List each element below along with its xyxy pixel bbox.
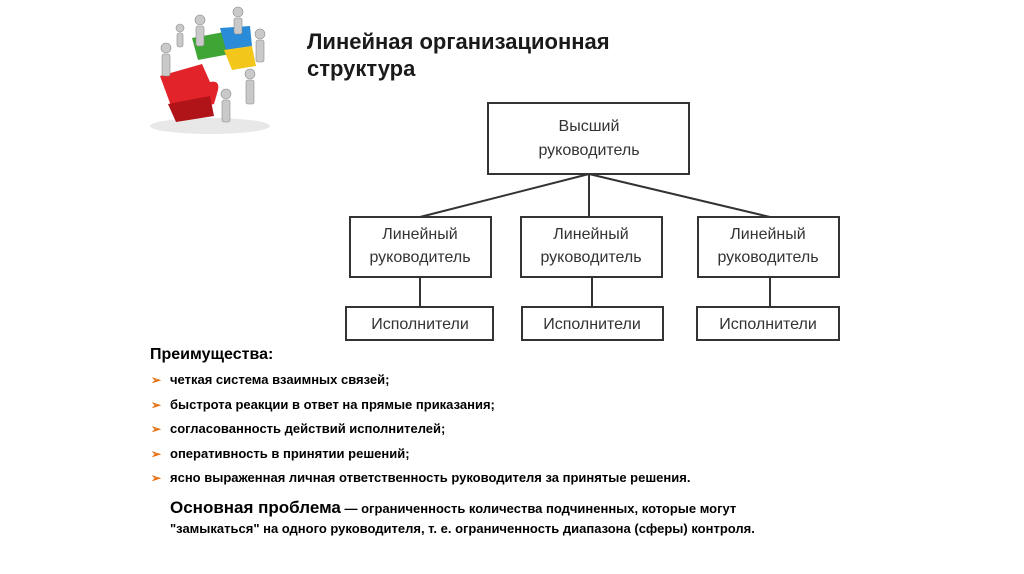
box-manager-1 [349,216,492,278]
executors-2-label: Исполнители [543,316,641,333]
connector-top-right [588,173,771,218]
box-executors-2 [521,306,664,341]
box-top-manager [487,102,690,175]
box-executors-3 [696,306,840,341]
box-executors-1 [345,306,494,341]
arrow-bullet-icon: ➢ [151,373,162,387]
list-item-text: ясно выраженная личная ответственность р… [170,470,691,485]
title-line-2: структура [307,56,416,81]
arrow-bullet-icon: ➢ [151,446,162,461]
box-manager-3 [697,216,840,278]
problem-text-2: "замыкаться" на одного руководителя, т. … [170,521,755,536]
list-item-text: согласованность действий исполнителей; [170,421,446,436]
manager-1-line-1: Линейный [382,226,457,243]
list-item-text: оперативность в принятии решений; [170,445,410,461]
main-problem: Основная проблема — ограниченность колич… [170,498,870,539]
list-item-text: быстрота реакции в ответ на прямые прика… [170,396,495,412]
list-item: ➢ оперативность в принятии решений; [150,445,690,470]
list-item-text: четкая система взаимных связей; [170,372,390,387]
arrow-bullet-icon: ➢ [151,422,162,436]
arrow-bullet-icon: ➢ [151,471,162,485]
top-manager-line-2: руководитель [538,142,639,159]
problem-label: Основная проблема [170,498,341,517]
problem-text-1: — ограниченность количества подчиненных,… [340,501,737,516]
executors-1-label: Исполнители [371,316,469,333]
connector-top-left [419,173,590,218]
title-line-1: Линейная организационная [307,29,610,54]
manager-3-line-1: Линейный [730,226,805,243]
box-manager-2 [520,216,663,278]
manager-2-line-1: Линейный [553,226,628,243]
manager-3-line-2: руководитель [717,249,818,266]
manager-2-line-2: руководитель [540,249,641,266]
advantages-list: ➢ четкая система взаимных связей; ➢ быстро… [150,371,690,494]
list-item: ➢ четкая система взаимных связей; [150,371,690,396]
list-item: ➢ ясно выраженная личная ответственность … [150,469,690,494]
problem-line-1: Основная проблема — ограниченность колич… [170,498,870,519]
manager-1-line-2: руководитель [369,249,470,266]
puzzle-team-icon [150,6,270,134]
slide-title: Линейная организационная структура [307,28,610,82]
arrow-bullet-icon: ➢ [151,397,162,412]
list-item: ➢ быстрота реакции в ответ на прямые прик… [150,396,690,421]
advantages-heading: Преимущества: [150,346,274,363]
executors-3-label: Исполнители [719,316,817,333]
list-item: ➢ согласованность действий исполнителей; [150,420,690,445]
top-manager-line-1: Высший [559,118,620,135]
